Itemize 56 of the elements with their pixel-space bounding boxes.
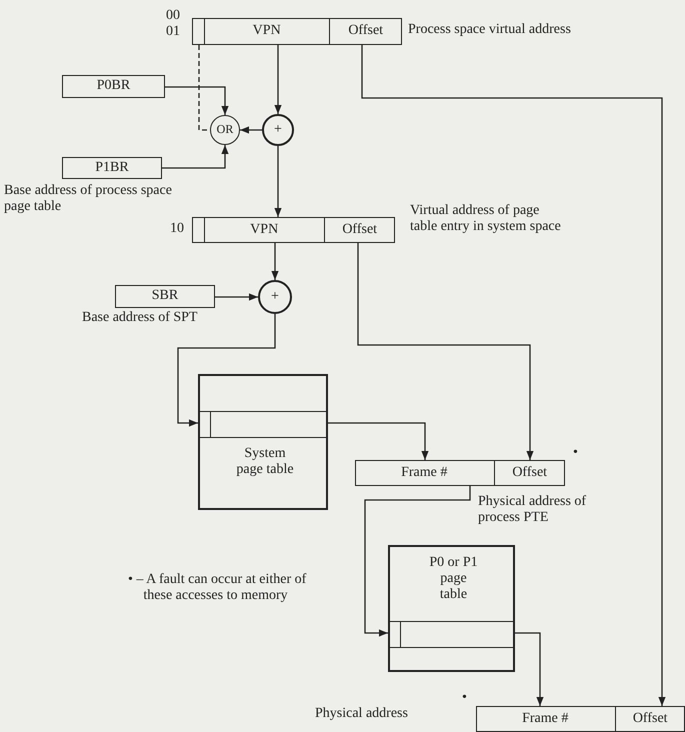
bit-value: 00 (166, 8, 181, 24)
arrow (177, 314, 276, 427)
field-label: SBR (152, 288, 178, 305)
address-register (192, 217, 395, 243)
register-caption: Physical address of process PTE (478, 494, 588, 526)
field-label: P1BR (95, 160, 129, 176)
fault-mark: • (573, 445, 579, 462)
adder-circle (262, 114, 294, 146)
register-box (62, 75, 165, 98)
operator-symbol: OR (216, 123, 234, 137)
address-register (355, 460, 565, 486)
field-label: Frame # (401, 464, 448, 481)
field-label: Offset (512, 464, 548, 481)
table-title: System page table (235, 446, 295, 478)
arrow (215, 293, 258, 301)
page-table-entry (388, 620, 513, 648)
page-table (388, 545, 515, 672)
field-label: Frame # (522, 710, 568, 727)
arrow (364, 486, 471, 637)
register-caption: Process space virtual address (408, 22, 572, 38)
fault-mark: • (462, 690, 468, 706)
arrow (271, 243, 279, 280)
register-caption: Physical address (315, 706, 409, 722)
arrow (240, 126, 262, 134)
bit-value: 01 (166, 24, 181, 40)
register-caption: Virtual address of page table entry in system space (410, 203, 562, 236)
arrow (357, 243, 534, 460)
address-register (476, 706, 685, 732)
arrow (165, 86, 229, 115)
or-gate (210, 115, 240, 145)
arrow (162, 145, 229, 169)
field-label: VPN (250, 222, 278, 238)
operator-symbol: + (271, 288, 279, 306)
address-register (192, 18, 402, 45)
arrow (361, 45, 666, 706)
field-label: Offset (632, 710, 668, 727)
arrow (274, 146, 282, 217)
table-title: P0 or P1 page table (428, 555, 479, 604)
field-label: Offset (348, 23, 384, 40)
field-label: P0BR (96, 78, 130, 95)
field-label: Offset (342, 222, 378, 238)
connector-line (198, 45, 210, 131)
field-label: VPN (252, 23, 281, 40)
arrow (515, 632, 544, 706)
operator-symbol: + (274, 122, 282, 138)
footnote: • – A fault can occur at either of these accesses to memory (128, 572, 308, 604)
register-box (115, 285, 215, 308)
page-table-entry (198, 410, 326, 438)
arrow (274, 45, 282, 114)
register-caption: Base address of SPT (82, 310, 198, 326)
page-table (198, 374, 328, 510)
adder-circle (258, 280, 292, 314)
register-box (62, 157, 162, 179)
bit-value: 10 (170, 221, 185, 238)
arrow (328, 422, 429, 460)
register-caption: Base address of process space page table (4, 183, 173, 216)
